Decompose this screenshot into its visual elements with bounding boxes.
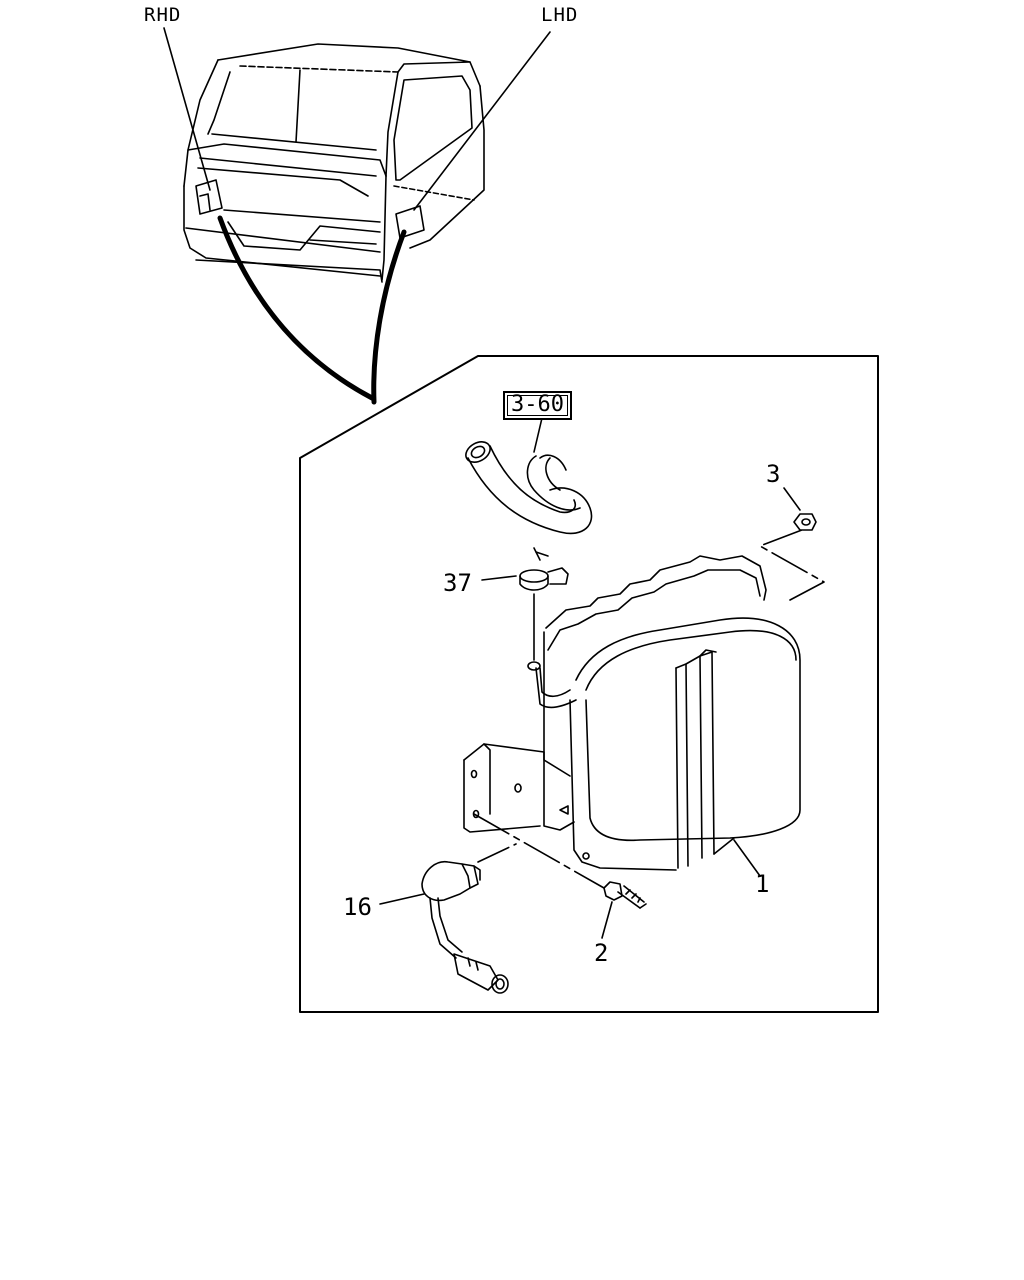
truck-cab [183, 43, 485, 283]
callout-nut: 3 [766, 460, 781, 488]
bolt [603, 881, 647, 909]
tank [463, 529, 825, 871]
callout-bolt: 2 [594, 939, 609, 967]
rhd-pointer [217, 215, 375, 401]
clip [519, 547, 569, 591]
reference-number: 3-60 [511, 392, 564, 417]
nut [793, 513, 817, 531]
callout-sensor: 16 [343, 893, 372, 921]
reference-box: 3-60 [503, 391, 572, 420]
bolt-leader [601, 901, 613, 939]
sensor [421, 860, 509, 994]
lhd-leader [413, 31, 551, 211]
bolt-guide [473, 813, 605, 889]
reference-leader [533, 417, 543, 453]
callout-tank: 1 [755, 870, 770, 898]
clip-leader [481, 575, 517, 581]
lhd-label: LHD [541, 4, 579, 26]
hose [465, 441, 593, 535]
sensor-leader [379, 893, 425, 905]
detail-frame [299, 355, 879, 1013]
lhd-pointer [371, 229, 407, 405]
rhd-leader [163, 27, 211, 191]
sensor-guide [477, 843, 517, 863]
callout-clip: 37 [443, 569, 472, 597]
tank-leader [733, 839, 761, 877]
nut-leader [783, 487, 801, 511]
rhd-label: RHD [144, 4, 182, 26]
